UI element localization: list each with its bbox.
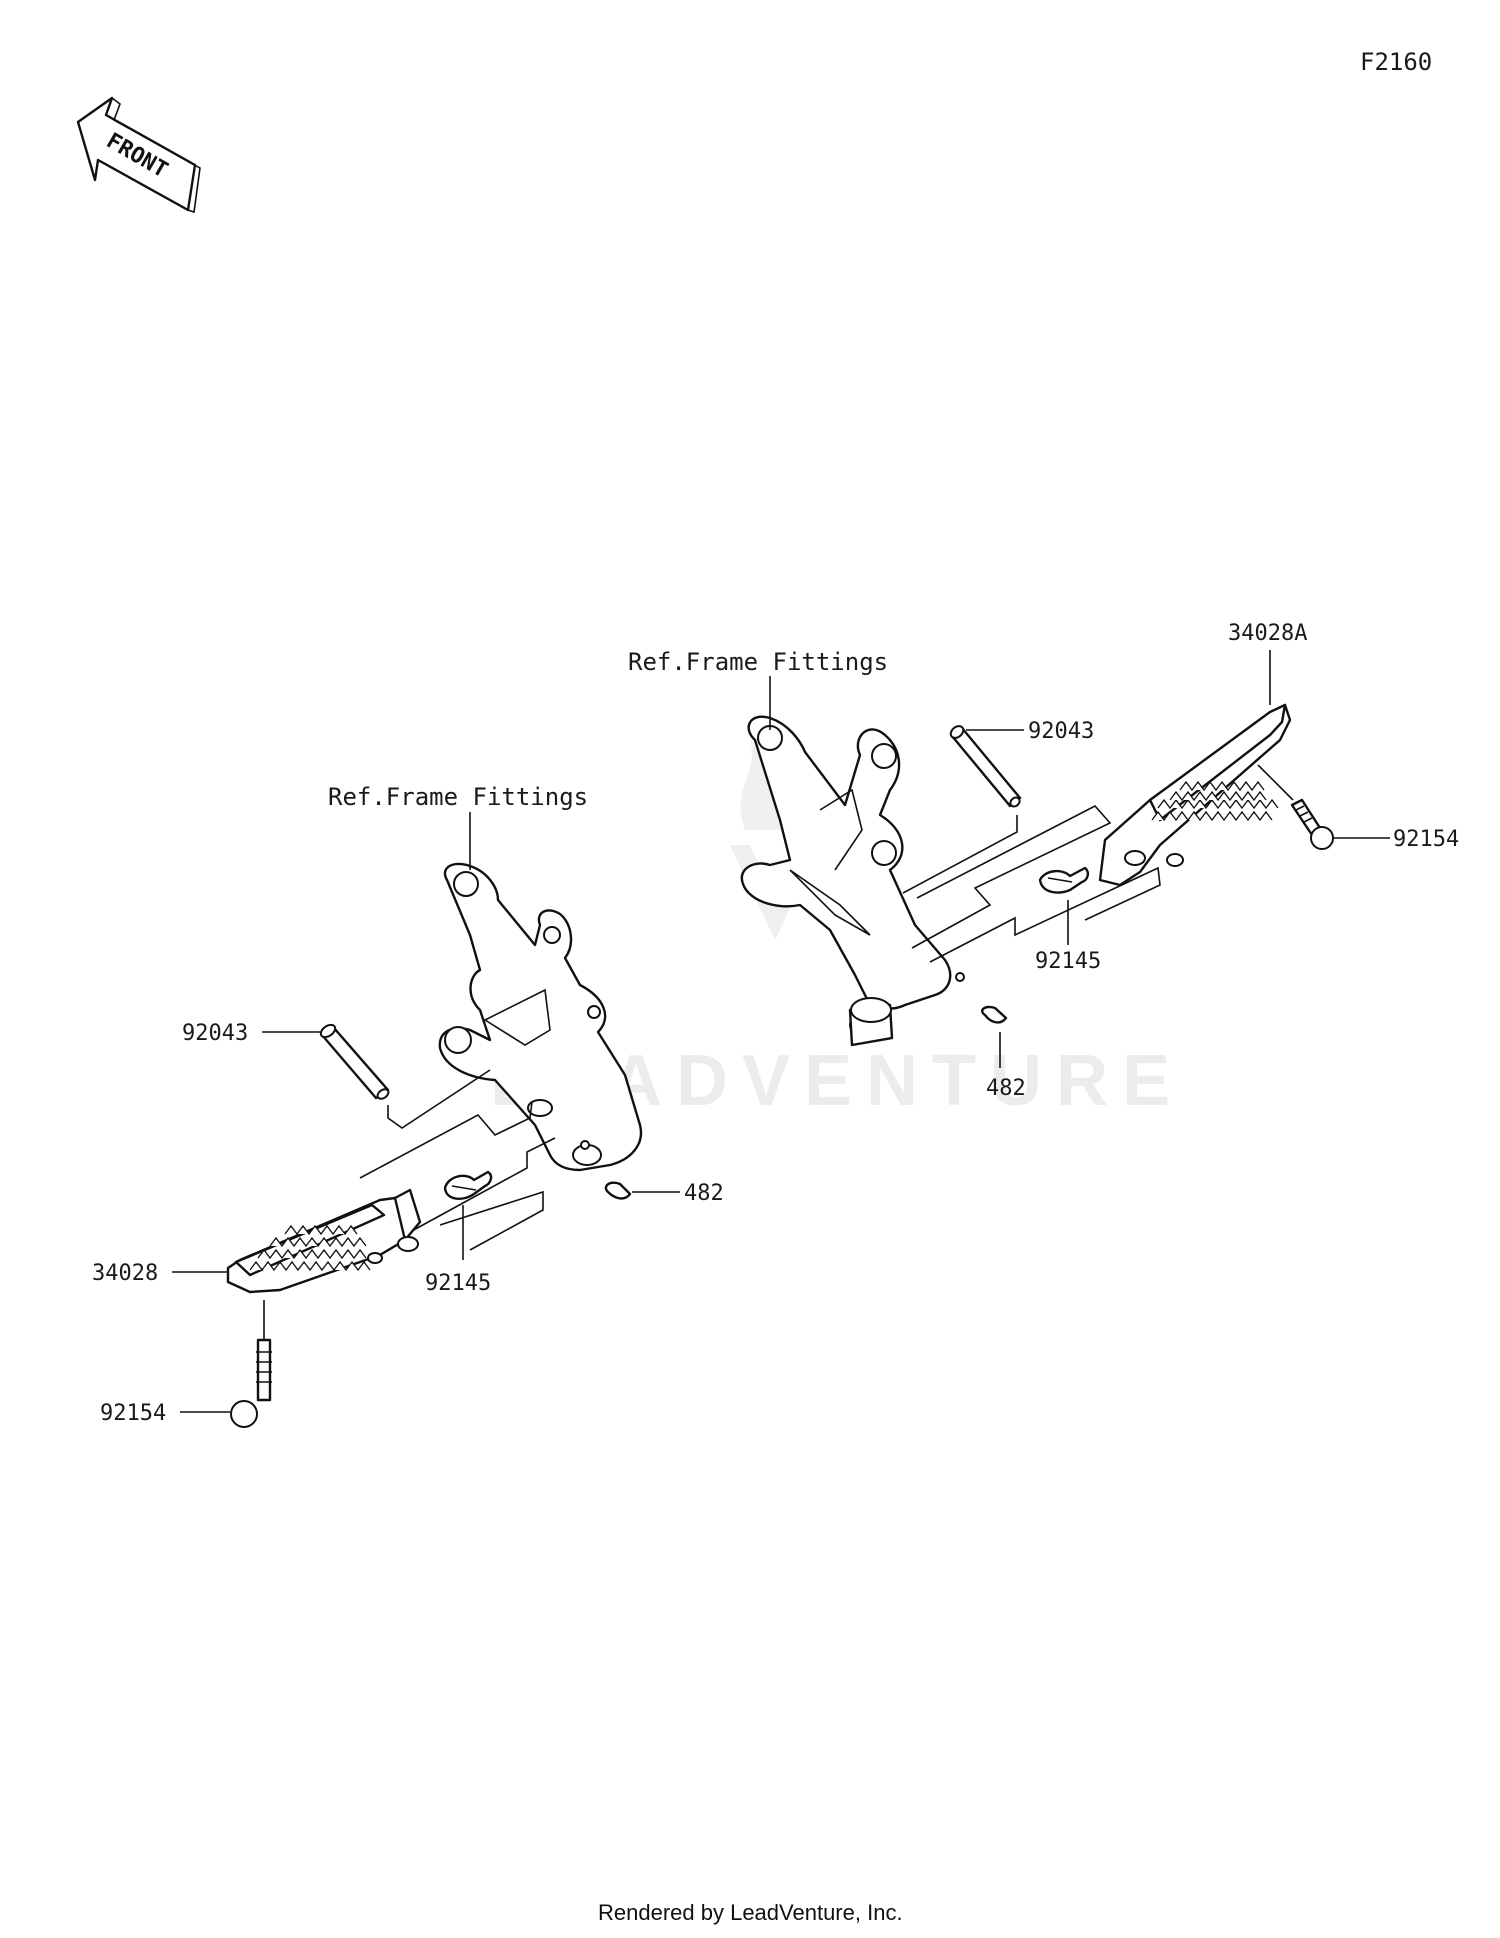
left-guide-mid	[409, 1137, 556, 1233]
right-ref-label: Ref.Frame Fittings	[628, 648, 888, 676]
right-bracket	[740, 715, 965, 1047]
right-clip-callout: 482	[986, 1076, 1026, 1101]
left-clip-482	[604, 1181, 632, 1200]
left-pin-92043	[319, 1023, 390, 1100]
right-pin-92043	[949, 725, 1022, 808]
left-bolt-callout: 92154	[100, 1401, 166, 1426]
right-bolt-guide	[1257, 764, 1294, 801]
right-peg-callout: 34028A	[1228, 621, 1307, 646]
right-pin-callout: 92043	[1028, 719, 1094, 744]
left-pin-guide	[387, 1069, 491, 1129]
right-clip-482	[981, 1005, 1008, 1024]
left-pin-callout: 92043	[182, 1021, 248, 1046]
left-spring-92145	[443, 1170, 493, 1200]
credit-footer: Rendered by LeadVenture, Inc.	[598, 1900, 903, 1925]
right-bolt-callout: 92154	[1393, 827, 1459, 852]
left-assembly: Ref.Frame Fittings 92043 92145 482	[92, 783, 724, 1428]
figure-code: F2160	[1360, 48, 1432, 76]
left-peg-callout: 34028	[92, 1261, 158, 1286]
right-pin-guide	[902, 815, 1018, 894]
right-footpeg-34028A	[1098, 703, 1292, 887]
left-bracket	[438, 862, 643, 1172]
left-guide-lower	[439, 1190, 544, 1251]
right-footpeg-tread	[1151, 780, 1279, 822]
left-spring-callout: 92145	[425, 1271, 491, 1296]
left-ref-label: Ref.Frame Fittings	[328, 783, 588, 811]
right-guide-lower	[929, 866, 1161, 963]
left-footpeg-34028	[226, 1188, 422, 1294]
right-spring-92145	[1038, 866, 1090, 894]
left-guide-upper	[359, 1101, 533, 1179]
right-assembly: Ref.Frame Fittings 92043 92145 482	[628, 621, 1459, 1101]
left-clip-callout: 482	[684, 1181, 724, 1206]
right-spring-callout: 92145	[1035, 949, 1101, 974]
front-arrow-icon: FRONT	[76, 96, 201, 214]
left-bolt-92154	[230, 1338, 272, 1428]
left-footpeg-tread	[249, 1224, 371, 1272]
right-guide-upper	[911, 805, 1112, 949]
right-bolt-92154	[1290, 798, 1334, 850]
